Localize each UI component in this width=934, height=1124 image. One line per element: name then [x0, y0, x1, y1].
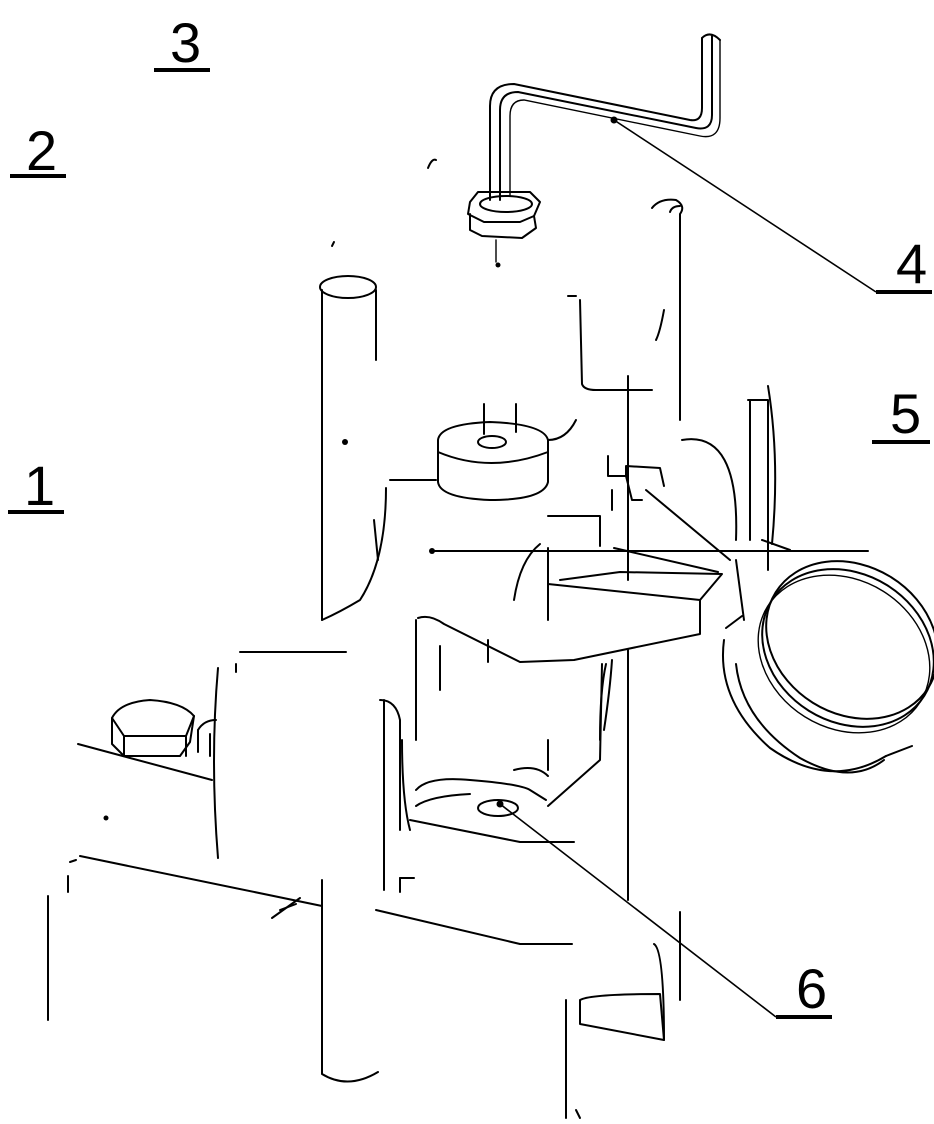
callout-3: 3 — [154, 11, 210, 74]
callout-3-text: 3 — [170, 11, 201, 74]
main-body — [321, 158, 869, 901]
callout-6-anchor-dot — [496, 800, 504, 808]
callout-2: 2 — [10, 119, 66, 182]
callout-4-text: 4 — [896, 232, 927, 295]
callout-4: 4 — [610, 116, 932, 295]
round-knob — [681, 385, 934, 774]
callout-6-text: 6 — [796, 957, 827, 1020]
column-pillar — [319, 241, 379, 1083]
horizontal-shaft — [47, 699, 323, 1021]
callout-1: 1 — [8, 454, 64, 517]
callout-2-text: 2 — [26, 119, 57, 182]
lower-housing — [213, 651, 681, 1119]
callout-5: 5 — [872, 382, 930, 445]
callout-4-leader — [613, 119, 877, 293]
callout-6-leader — [499, 803, 777, 1018]
callout-1-text: 1 — [24, 454, 55, 517]
crank-handle — [467, 33, 721, 268]
callout-5-text: 5 — [890, 382, 921, 445]
callout-6: 6 — [496, 800, 832, 1020]
